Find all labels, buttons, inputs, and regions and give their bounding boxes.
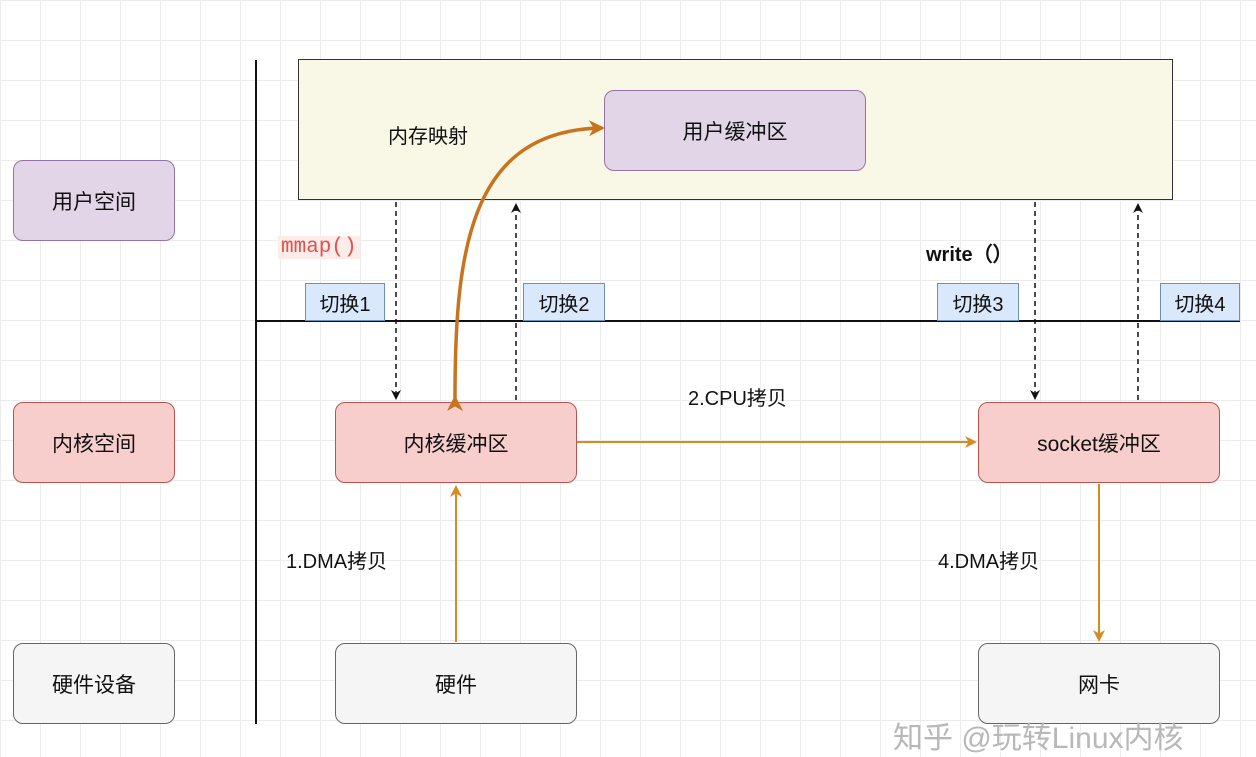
user-buffer-text: 用户缓冲区 bbox=[682, 120, 788, 144]
switch-tag-1: 切换1 bbox=[305, 283, 385, 321]
socket-buffer-box: socket缓冲区 bbox=[978, 402, 1220, 483]
switch-tag-3: 切换3 bbox=[937, 283, 1019, 321]
user-buffer-box: 用户缓冲区 bbox=[604, 90, 866, 171]
write-call-label: write（） bbox=[926, 244, 1013, 266]
mmap-curved-arrow bbox=[446, 120, 605, 412]
switch-tag-2: 切换2 bbox=[523, 283, 605, 321]
nic-text: 网卡 bbox=[1078, 673, 1120, 697]
hardware-box: 硬件 bbox=[335, 643, 577, 724]
kernel-buffer-text: 内核缓冲区 bbox=[403, 432, 509, 456]
cpu-copy-label: 2.CPU拷贝 bbox=[688, 388, 787, 410]
hardware-text: 硬件 bbox=[435, 673, 477, 697]
user-space-label: 用户空间 bbox=[13, 160, 175, 241]
kernel-space-label: 内核空间 bbox=[13, 402, 175, 483]
socket-buffer-text: socket缓冲区 bbox=[1037, 432, 1161, 456]
dma1-copy-label: 1.DMA拷贝 bbox=[286, 551, 388, 573]
kernel-buffer-box: 内核缓冲区 bbox=[335, 402, 577, 483]
dma4-copy-label: 4.DMA拷贝 bbox=[938, 551, 1040, 573]
switch-tag-4: 切换4 bbox=[1160, 283, 1240, 321]
hardware-layer-label: 硬件设备 bbox=[13, 643, 175, 724]
user-space-text: 用户空间 bbox=[52, 190, 136, 214]
hardware-layer-text: 硬件设备 bbox=[52, 673, 136, 697]
mmap-call-label: mmap() bbox=[278, 236, 360, 259]
kernel-space-text: 内核空间 bbox=[52, 432, 136, 456]
nic-box: 网卡 bbox=[978, 643, 1220, 724]
watermark: 知乎 @玩转Linux内核 bbox=[893, 722, 1184, 755]
